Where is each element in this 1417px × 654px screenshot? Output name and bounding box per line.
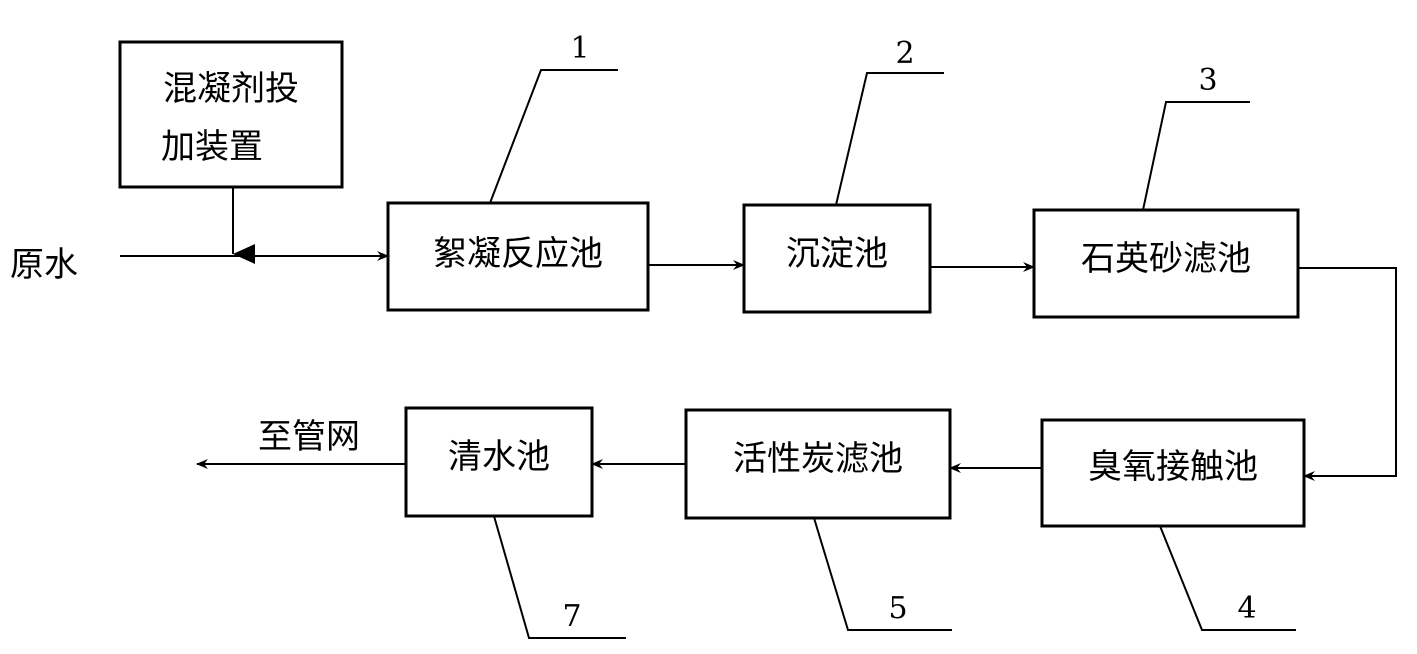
dosing-label-line1: 混凝剂投 [163,69,299,109]
unit-label: 沉淀池 [786,234,888,274]
raw-water-label: 原水 [10,245,78,285]
callout-number: 4 [1237,591,1256,626]
unit-sedimentation-tank: 沉淀池 [742,203,932,314]
coagulant-dosing-device: 混凝剂投 加装置 [118,40,344,189]
unit-label: 清水池 [448,437,550,477]
callout-3: 3 [1142,63,1250,211]
unit-label: 活性炭滤池 [733,439,903,479]
callout-number: 5 [888,591,907,626]
callout-4: 4 [1159,525,1296,631]
callout-number: 3 [1198,63,1217,98]
unit-flocculation-tank: 絮凝反应池 [386,201,650,312]
unit-label: 絮凝反应池 [433,234,603,274]
unit-label: 臭氧接触池 [1088,447,1258,487]
unit-label: 石英砂滤池 [1081,239,1251,279]
unit-quartz-sand-filter: 石英砂滤池 [1032,208,1300,319]
callout-5: 5 [813,517,952,631]
to-network-label: 至管网 [258,417,360,457]
callout-number: 7 [562,599,581,634]
callout-1: 1 [489,31,618,204]
flow-arrow-3-4 [1298,267,1397,481]
callout-number: 2 [895,36,914,71]
callout-number: 1 [570,31,589,66]
callout-2: 2 [835,36,944,206]
unit-ozone-contact-tank: 臭氧接触池 [1040,418,1306,528]
unit-activated-carbon-filter: 活性炭滤池 [684,408,952,520]
dosing-label-line2: 加装置 [161,127,263,167]
unit-clear-water-tank: 清水池 [404,406,594,518]
callout-7: 7 [493,515,626,639]
